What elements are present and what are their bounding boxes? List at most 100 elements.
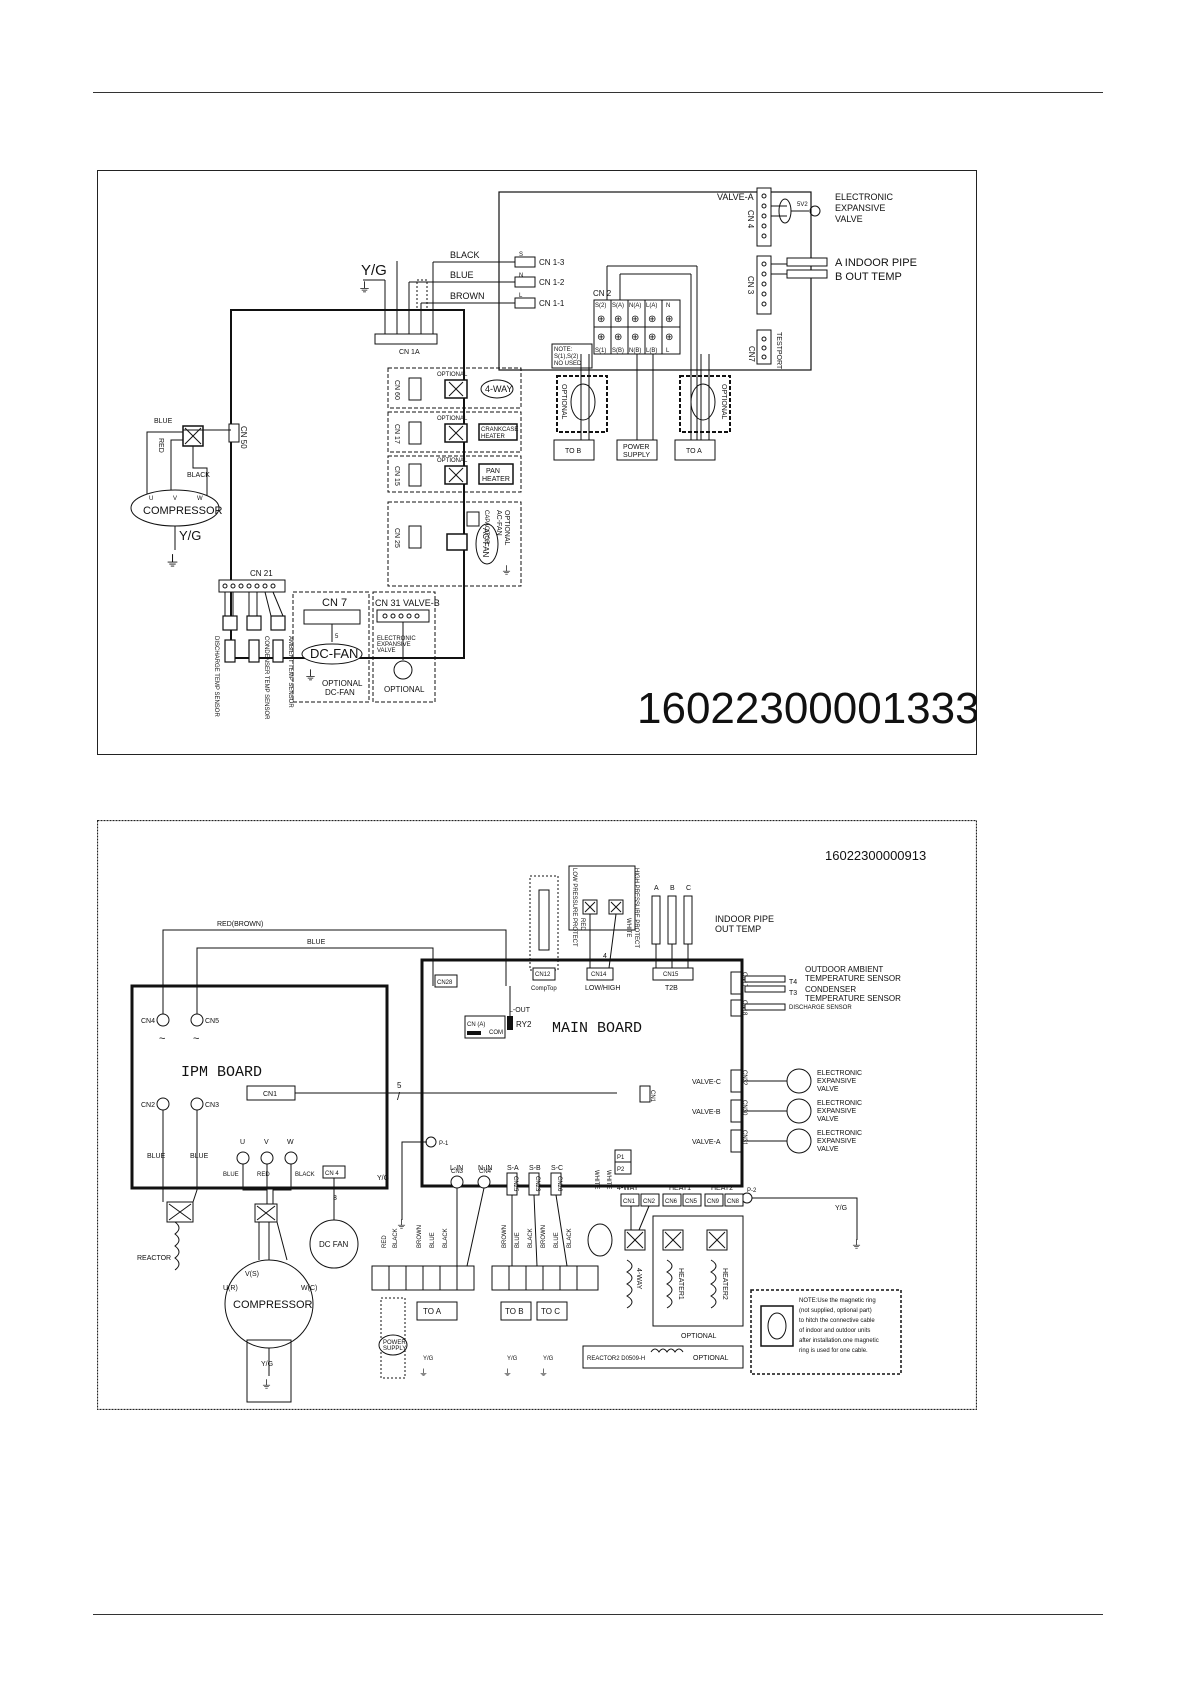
svg-text:N(A): N(A) [629,303,641,309]
wiring-diagram-2: 16022300000913 IPM BOARD CN4 CN5 ~~ CN2 … [97,820,977,1410]
svg-text:Y/G: Y/G [543,1356,554,1362]
svg-text:P-2: P-2 [747,1188,757,1194]
svg-text:CN1: CN1 [649,1090,655,1103]
svg-text:POWER: POWER [383,1340,406,1346]
svg-text:CN32: CN32 [741,1070,747,1086]
svg-text:W: W [287,1139,294,1146]
svg-text:PAN: PAN [486,468,500,475]
wiring-diagram-1: CN 1A Y/G ⏚ BLACK BLUE BROWN S N L CN 1-… [97,170,977,755]
svg-text:CN 17: CN 17 [393,424,400,444]
svg-text:of indoor and outdoor units: of indoor and outdoor units [799,1328,870,1334]
svg-text:U: U [149,496,153,502]
svg-text:EXPANSIVE: EXPANSIVE [817,1078,856,1085]
svg-text:BLUE: BLUE [190,1153,209,1160]
svg-text:EXPANSIVE: EXPANSIVE [817,1138,856,1145]
svg-text:COM: COM [489,1030,503,1036]
svg-text:CONDENSER: CONDENSER [805,985,856,994]
svg-text:N-IN: N-IN [478,1165,492,1172]
svg-text:CN 3: CN 3 [746,276,755,295]
svg-text:CN 60: CN 60 [393,380,400,400]
indoor-pipe-label: A INDOOR PIPE [835,257,917,269]
svg-text:L: L [666,348,670,354]
svg-text:OPTIONAL: OPTIONAL [560,384,567,420]
svg-text:REACTOR2 D0509-H: REACTOR2 D0509-H [587,1356,645,1362]
svg-text:L(B): L(B) [646,348,657,354]
svg-text:CN14: CN14 [591,972,607,978]
svg-text:HEAT1: HEAT1 [669,1185,691,1192]
svg-text:CN 4: CN 4 [325,1171,339,1177]
svg-text:HEATER2: HEATER2 [721,1268,728,1300]
svg-text:Y/G: Y/G [261,1361,273,1368]
svg-text:CN8: CN8 [727,1199,740,1205]
svg-text:CN23: CN23 [534,1176,540,1192]
svg-text:S(A): S(A) [612,303,624,309]
svg-text:TEMPERATURE SENSOR: TEMPERATURE SENSOR [805,974,901,983]
cn2-terminal-block: ⊕⊕⊕⊕⊕ ⊕⊕⊕⊕⊕ S(2) S(A) N(A) L(A) N S(1) S… [593,299,681,355]
svg-text:CN 15: CN 15 [393,466,400,486]
svg-text:(not supplied, optional part): (not supplied, optional part) [799,1308,872,1314]
valve-a-label: VALVE-A [717,192,754,202]
svg-text:BLUE: BLUE [223,1172,239,1178]
svg-text:CN 25: CN 25 [393,528,400,548]
svg-text:HEATER1: HEATER1 [677,1268,684,1300]
svg-text:T2B: T2B [665,985,678,992]
svg-text:BLUE: BLUE [154,418,173,425]
svg-text:RED(BROWN): RED(BROWN) [217,921,263,928]
svg-text:4-WAY: 4-WAY [635,1268,642,1290]
svg-text:SUPPLY: SUPPLY [623,452,650,459]
svg-text:VALVE: VALVE [817,1146,839,1153]
svg-text:⏚: ⏚ [261,1378,272,1391]
svg-text:CN 7: CN 7 [322,597,347,609]
out-temp-label: B OUT TEMP [835,271,902,283]
power-supply-box [616,439,658,461]
cn1a-label: CN 1A [399,349,420,356]
svg-text:CN4: CN4 [479,1169,492,1175]
svg-text:S: S [519,252,523,258]
svg-text:L: L [519,293,523,299]
svg-text:POWER: POWER [623,444,649,451]
svg-text:BROWN: BROWN [502,1225,508,1248]
svg-text:CN 31 VALVE-B: CN 31 VALVE-B [375,598,440,608]
svg-text:RED: RED [157,438,164,453]
to-a-box [674,439,716,461]
svg-text:OPTIONAL: OPTIONAL [437,372,468,378]
svg-text:4: 4 [603,953,607,960]
svg-text:LOW/HIGH: LOW/HIGH [585,985,620,992]
svg-text:Y/G: Y/G [423,1356,434,1362]
svg-text:N: N [519,273,523,279]
to-b-box [553,439,595,461]
wire-black-label: BLACK [450,250,480,260]
svg-text:5V2: 5V2 [797,202,808,208]
svg-text:CN5: CN5 [685,1199,698,1205]
svg-text:BROWN: BROWN [417,1225,423,1248]
ipm-board-outline [130,984,389,1190]
svg-text:VALVE: VALVE [835,214,863,224]
svg-text:⏚: ⏚ [539,1368,548,1378]
svg-text:V: V [173,496,177,502]
svg-text:~: ~ [193,1033,199,1045]
svg-text:ELECTRONIC: ELECTRONIC [817,1100,862,1107]
svg-text:VALVE: VALVE [817,1086,839,1093]
svg-text:L-IN: L-IN [450,1165,463,1172]
svg-text:CAPACITOR: CAPACITOR [483,510,489,545]
svg-text:CN6: CN6 [665,1199,678,1205]
svg-text:⊕: ⊕ [665,314,673,325]
svg-text:S(2): S(2) [595,303,606,309]
svg-text:U: U [240,1139,245,1146]
svg-text:VALVE: VALVE [817,1116,839,1123]
svg-text:CRANKCASE: CRANKCASE [481,427,518,433]
svg-text:ELECTRONIC: ELECTRONIC [817,1070,862,1077]
svg-text:P1: P1 [617,1155,625,1161]
svg-text:VALVE-C: VALVE-C [692,1079,721,1086]
svg-text:TO C: TO C [541,1307,560,1316]
svg-text:TEMPERATURE SENSOR: TEMPERATURE SENSOR [805,994,901,1003]
yg-label: Y/G [361,262,387,279]
wire-brown-label: BROWN [450,291,485,301]
svg-text:BLACK: BLACK [187,472,210,479]
svg-text:5: 5 [397,1081,402,1090]
svg-text:OUTDOOR AMBIENT: OUTDOOR AMBIENT [805,965,883,974]
svg-text:CN12: CN12 [535,972,551,978]
svg-text:CN31: CN31 [741,1130,747,1146]
four-way-valve [480,379,514,399]
svg-text:W(C): W(C) [301,1285,317,1292]
